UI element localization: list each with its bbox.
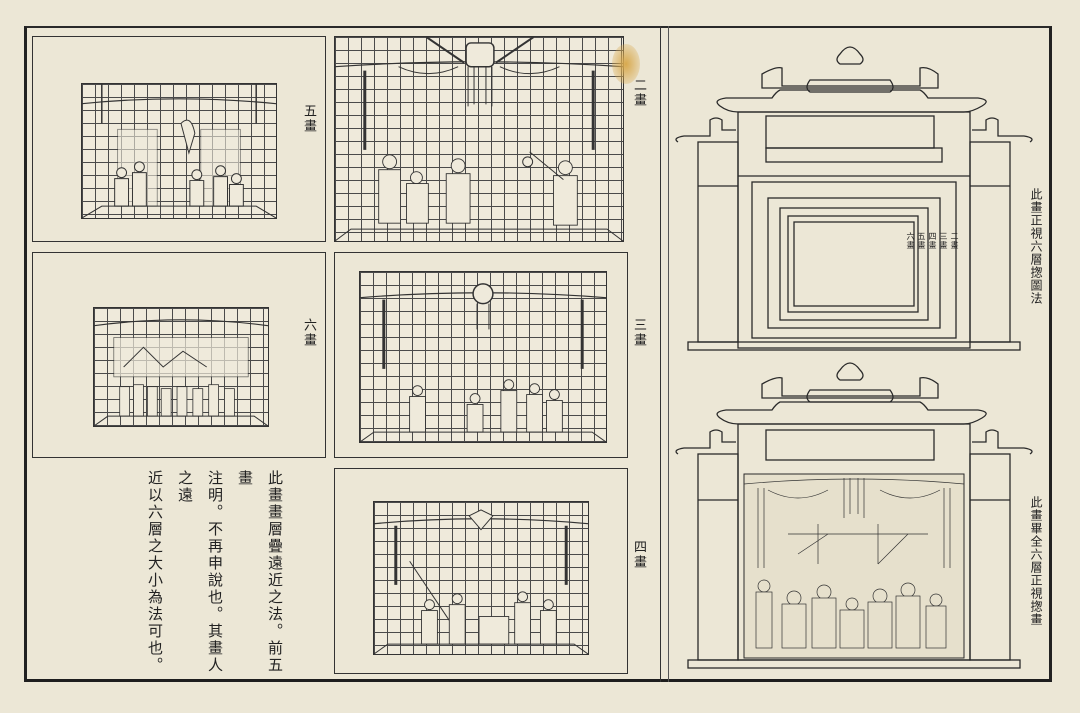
stage-scene-figures-icon [94, 319, 268, 426]
layer-label-2: 二畫 [950, 232, 959, 250]
panel-third-layer-frame [334, 252, 628, 458]
stage-scene-figures-icon [374, 509, 588, 654]
page-border [24, 26, 1052, 682]
caption-full-composite: 此畫畢全六層正視揔畫 [1029, 496, 1043, 626]
note-column-2: 注明。不再申說也。其畫人之遠 [176, 470, 224, 674]
stage-scene-figures-icon [360, 283, 606, 442]
stage-grid-drawing-3 [359, 271, 607, 443]
layer-label-6: 六畫 [906, 232, 915, 250]
stage-full-composite-view [668, 354, 1040, 674]
stage-scene-figures-icon [335, 37, 623, 241]
panel-label-fourth: 四畫 [631, 540, 646, 570]
pavilion-stage-scene-icon [675, 362, 1033, 669]
layer-label-5: 五畫 [917, 232, 926, 250]
stage-scene-figures-icon [82, 84, 276, 218]
column-divider-inner [668, 26, 669, 682]
column-divider [660, 26, 661, 682]
paper-stain [612, 44, 640, 84]
layer-label-3: 三畫 [939, 232, 948, 250]
stage-grid-drawing-2 [334, 36, 624, 242]
stage-grid-drawing-6 [93, 307, 269, 427]
note-column-3: 近以六層之大小為法可也。 [146, 470, 164, 674]
panel-fifth-layer [32, 36, 326, 242]
stage-frame-layers-diagram: 二畫 三畫 四畫 五畫 六畫 [668, 36, 1040, 354]
panel-fourth-layer-frame [334, 468, 628, 674]
pavilion-frame-icon [675, 46, 1033, 351]
layer-labels: 二畫 三畫 四畫 五畫 六畫 [906, 232, 959, 250]
stage-grid-drawing-5 [81, 83, 277, 219]
explanatory-note: 此畫畫層疊遠近之法。前五畫 注明。不再申說也。其畫人之遠 近以六層之大小為法可也… [140, 470, 290, 675]
panel-label-sixth: 六畫 [301, 318, 316, 348]
panel-label-second: 二畫 [631, 78, 646, 108]
panel-label-fifth: 五畫 [301, 104, 316, 134]
stage-grid-drawing-4 [373, 501, 589, 655]
caption-layer-diagram: 此畫正視六層揔圖法 [1029, 188, 1043, 305]
note-column-1: 此畫畫層疊遠近之法。前五畫 [236, 470, 284, 674]
panel-sixth-layer [32, 252, 326, 458]
layer-label-4: 四畫 [928, 232, 937, 250]
panel-label-third: 三畫 [631, 318, 646, 348]
